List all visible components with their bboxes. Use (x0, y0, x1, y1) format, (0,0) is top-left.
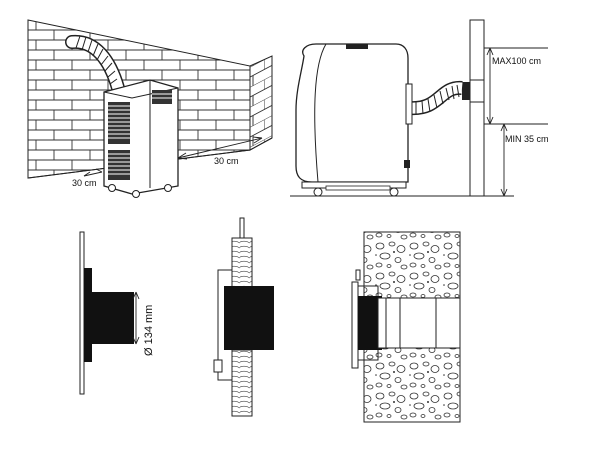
height-requirement-view: MAX100 cm MIN 35 cm (290, 19, 549, 197)
wall-clearance-view: 30 cm 30 cm (27, 19, 273, 198)
wall-distance-left-label: 30 cm (72, 178, 97, 188)
min-height-label: MIN 35 cm (505, 134, 549, 144)
wood-wall-section-view (213, 217, 274, 417)
wall-distance-right-label: 30 cm (214, 156, 239, 166)
hole-diameter-label: Ø 134 mm (143, 305, 155, 356)
wall-hole-adapter-view: Ø 134 mm (79, 231, 155, 395)
stone-wall-section-view (351, 231, 461, 423)
max-height-label: MAX100 cm (492, 56, 541, 66)
